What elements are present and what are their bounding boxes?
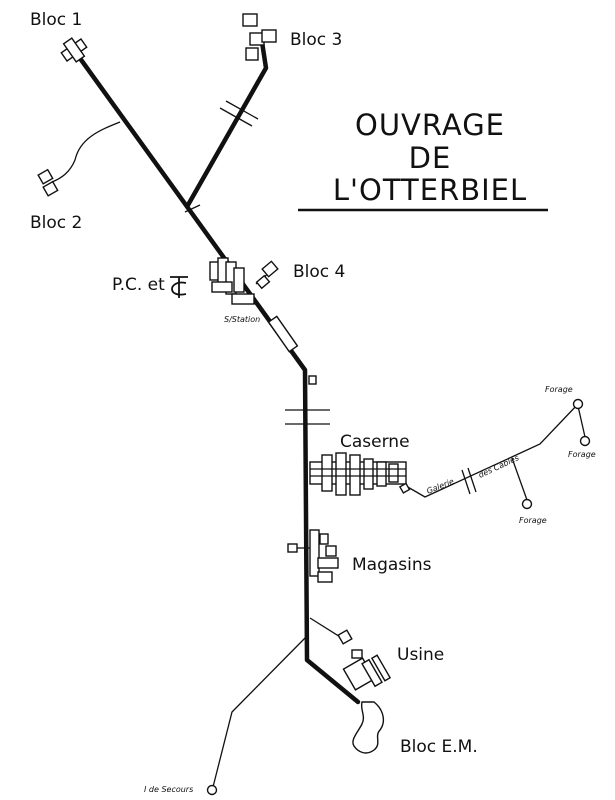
caserne-label: Caserne bbox=[340, 432, 410, 452]
title-line-2: DE bbox=[409, 141, 452, 175]
small-chamber bbox=[308, 375, 317, 385]
pc-structure bbox=[209, 257, 255, 305]
galerie-break bbox=[461, 467, 477, 495]
forage-node-south bbox=[521, 498, 533, 510]
bloc-4-label: Bloc 4 bbox=[293, 262, 345, 282]
gallery-bloc-2 bbox=[51, 121, 121, 183]
bloc-1-structure bbox=[60, 37, 88, 63]
secours-label: I de Secours bbox=[144, 785, 193, 794]
usine-structure bbox=[309, 617, 392, 691]
break-mark-main bbox=[285, 409, 330, 425]
bloc-em-label: Bloc E.M. bbox=[400, 737, 478, 757]
title-line-3: L'OTTERBIEL bbox=[333, 173, 527, 207]
magasins-label: Magasins bbox=[352, 555, 432, 575]
forage-label-east: Forage bbox=[568, 450, 596, 459]
galerie-label-1: Galerie bbox=[425, 477, 455, 496]
forage-node-north bbox=[572, 398, 584, 410]
bloc-3-structure bbox=[242, 13, 277, 61]
bloc-3-label: Bloc 3 bbox=[290, 30, 342, 50]
galerie-des-cables bbox=[405, 403, 579, 498]
pc-label: P.C. et bbox=[112, 275, 165, 295]
bloc-4-structure bbox=[255, 260, 279, 290]
sous-station-structure bbox=[267, 315, 299, 353]
bloc-2-structure bbox=[37, 168, 59, 197]
sous-station-label: S/Station bbox=[224, 315, 260, 324]
forage-node-east bbox=[579, 435, 591, 447]
junction-tick bbox=[184, 204, 201, 213]
forage-branch-east bbox=[577, 405, 586, 438]
secours-node bbox=[206, 784, 218, 796]
bloc-2-label: Bloc 2 bbox=[30, 213, 82, 233]
telephone-symbol bbox=[170, 276, 188, 298]
secours-gallery bbox=[212, 635, 308, 788]
title-block: OUVRAGE DE L'OTTERBIEL bbox=[298, 108, 548, 212]
galerie-chamber bbox=[398, 482, 411, 494]
title-line-1: OUVRAGE bbox=[355, 108, 505, 142]
bloc-1-label: Bloc 1 bbox=[30, 10, 82, 30]
forage-label-north: Forage bbox=[545, 385, 573, 394]
galerie-label-2: des Câbles bbox=[477, 453, 520, 480]
caserne-structure bbox=[309, 452, 407, 496]
forage-label-south: Forage bbox=[519, 516, 547, 525]
bloc-em-structure bbox=[352, 701, 385, 754]
forage-branch-south bbox=[511, 457, 528, 501]
break-mark-bloc3 bbox=[219, 100, 259, 127]
gallery-bloc-3 bbox=[185, 39, 269, 208]
usine-label: Usine bbox=[397, 645, 444, 665]
magasins-structure bbox=[287, 529, 339, 583]
